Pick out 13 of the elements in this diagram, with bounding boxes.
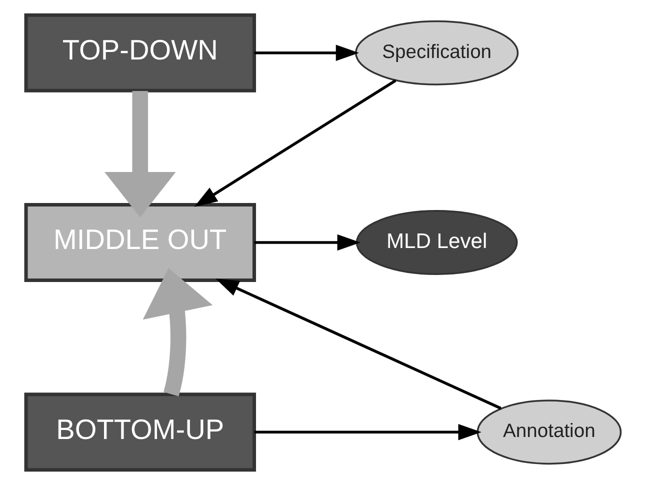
node-box: BOTTOM-UP [24,392,256,472]
node-box: MIDDLE OUT [24,203,256,282]
arrow [104,90,176,218]
node-ellipse: MLD Level [355,210,518,275]
arrow [194,79,396,207]
arrow [254,44,359,62]
node-ellipse: Specification [354,20,518,86]
arrow [142,268,212,396]
arrow [254,424,481,440]
arrow [215,278,501,410]
arrow [254,234,360,251]
node-box: TOP-DOWN [24,13,256,92]
node-ellipse: Annotation [476,400,622,465]
